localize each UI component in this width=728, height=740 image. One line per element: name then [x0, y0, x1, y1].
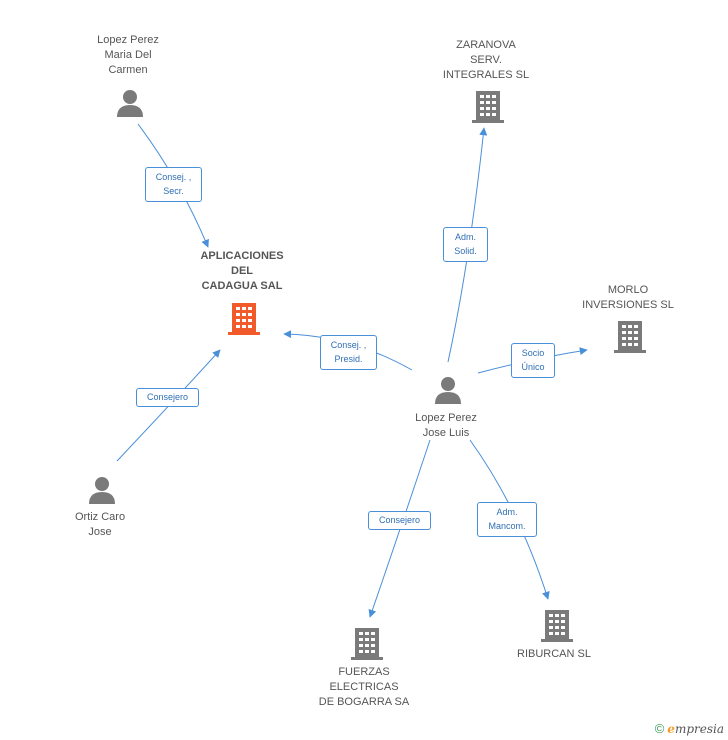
edge-label-maria-aplicaciones[interactable]: Consej. , Secr. — [145, 167, 202, 202]
edge-label-ortiz-aplicaciones[interactable]: Consejero — [136, 388, 199, 407]
node-label-zaranova: ZARANOVA SERV. INTEGRALES SL — [442, 39, 530, 81]
edge-label-jose-aplicaciones[interactable]: Consej. , Presid. — [320, 335, 377, 370]
edge-label-jose-fuerzas[interactable]: Consejero — [368, 511, 431, 530]
person-icon[interactable] — [115, 88, 145, 118]
building-icon[interactable] — [614, 319, 646, 353]
building-icon[interactable] — [472, 89, 504, 123]
node-label-lopez-jose: Lopez Perez Jose Luis — [415, 412, 477, 439]
node-label-aplicaciones: APLICACIONES DEL CADAGUA SAL — [200, 250, 284, 292]
brand-logo-text: mpresia — [674, 722, 724, 736]
edge-label-jose-riburcan[interactable]: Adm. Mancom. — [477, 502, 537, 537]
brand-logo-letter: e — [667, 722, 675, 736]
edge-label-jose-morlo[interactable]: Socio Único — [511, 343, 555, 378]
person-icon[interactable] — [433, 375, 463, 405]
edge-label-jose-zaranova[interactable]: Adm. Solid. — [443, 227, 488, 262]
node-label-lopez-maria: Lopez Perez Maria Del Carmen — [97, 34, 159, 76]
building-icon[interactable] — [228, 301, 260, 335]
person-icon[interactable] — [87, 475, 117, 505]
node-label-fuerzas: FUERZAS ELECTRICAS DE BOGARRA SA — [318, 666, 410, 708]
footer-brand: ©empresia — [655, 721, 724, 736]
node-label-riburcan: RIBURCAN SL — [517, 648, 591, 660]
node-label-morlo: MORLO INVERSIONES SL — [582, 284, 674, 311]
building-icon[interactable] — [351, 626, 383, 660]
copyright-icon: © — [654, 721, 665, 736]
node-label-ortiz: Ortiz Caro Jose — [74, 511, 126, 538]
building-icon[interactable] — [541, 608, 573, 642]
